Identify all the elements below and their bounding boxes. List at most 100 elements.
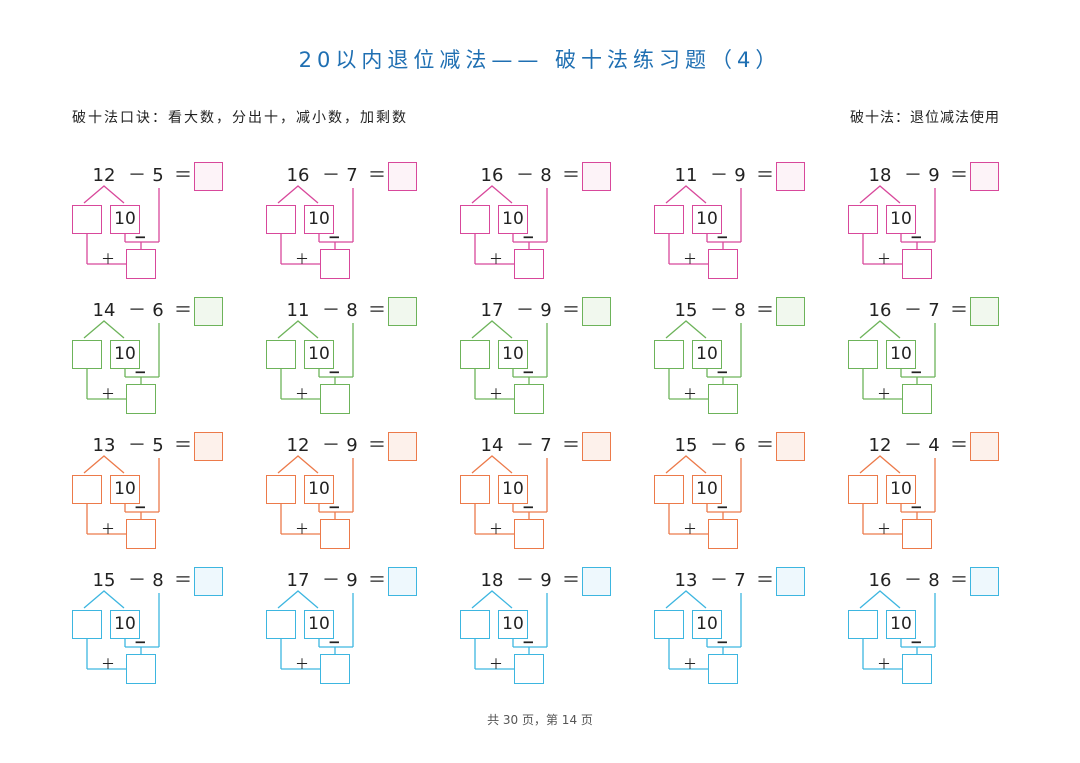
answer-box[interactable] xyxy=(582,297,611,326)
difference-box[interactable] xyxy=(708,519,738,549)
remainder-box[interactable] xyxy=(848,475,878,504)
difference-box[interactable] xyxy=(902,654,932,684)
problem-card: 15 － 8 ＝ 10 − ＋ xyxy=(654,297,819,427)
equals-sign: ＝ xyxy=(950,300,968,321)
answer-box[interactable] xyxy=(194,432,223,461)
answer-box[interactable] xyxy=(776,162,805,191)
problem-card: 14 － 6 ＝ 10 − ＋ xyxy=(72,297,237,427)
remainder-box[interactable] xyxy=(654,340,684,369)
difference-box[interactable] xyxy=(126,519,156,549)
remainder-box[interactable] xyxy=(266,205,296,234)
add-marker: ＋ xyxy=(101,252,115,268)
equals-sign: ＝ xyxy=(174,300,192,321)
answer-box[interactable] xyxy=(388,432,417,461)
remainder-box[interactable] xyxy=(72,340,102,369)
minus-sign: － xyxy=(516,435,534,456)
remainder-box[interactable] xyxy=(460,205,490,234)
difference-box[interactable] xyxy=(320,249,350,279)
difference-box[interactable] xyxy=(320,384,350,414)
equals-sign: ＝ xyxy=(562,570,580,591)
minuend: 17 xyxy=(286,570,310,591)
remainder-box[interactable] xyxy=(266,475,296,504)
remainder-box[interactable] xyxy=(848,205,878,234)
subtract-marker: − xyxy=(522,498,535,516)
add-marker: ＋ xyxy=(877,522,891,538)
subtrahend: 9 xyxy=(346,435,358,456)
subtrahend: 8 xyxy=(346,300,358,321)
answer-box[interactable] xyxy=(970,297,999,326)
answer-box[interactable] xyxy=(970,432,999,461)
difference-box[interactable] xyxy=(514,654,544,684)
remainder-box[interactable] xyxy=(266,610,296,639)
answer-box[interactable] xyxy=(776,567,805,596)
difference-box[interactable] xyxy=(320,654,350,684)
equals-sign: ＝ xyxy=(174,165,192,186)
remainder-box[interactable] xyxy=(72,205,102,234)
remainder-box[interactable] xyxy=(654,205,684,234)
subtract-marker: − xyxy=(328,498,341,516)
decomposition-lines xyxy=(277,320,354,400)
remainder-box[interactable] xyxy=(460,610,490,639)
equals-sign: ＝ xyxy=(368,300,386,321)
subtrahend: 9 xyxy=(734,165,746,186)
difference-box[interactable] xyxy=(902,249,932,279)
minus-sign: － xyxy=(904,165,922,186)
problem-card: 14 － 7 ＝ 10 − ＋ xyxy=(460,432,625,562)
difference-box[interactable] xyxy=(514,384,544,414)
subtrahend: 9 xyxy=(346,570,358,591)
minuend: 12 xyxy=(92,165,116,186)
remainder-box[interactable] xyxy=(654,610,684,639)
subtrahend: 8 xyxy=(928,570,940,591)
answer-box[interactable] xyxy=(194,567,223,596)
remainder-box[interactable] xyxy=(654,475,684,504)
remainder-box[interactable] xyxy=(72,475,102,504)
remainder-box[interactable] xyxy=(266,340,296,369)
difference-box[interactable] xyxy=(320,519,350,549)
difference-box[interactable] xyxy=(902,384,932,414)
difference-box[interactable] xyxy=(708,384,738,414)
answer-box[interactable] xyxy=(582,567,611,596)
answer-box[interactable] xyxy=(194,162,223,191)
decomposition-lines xyxy=(471,185,548,265)
minus-sign: － xyxy=(128,165,146,186)
subtract-marker: − xyxy=(716,363,729,381)
answer-box[interactable] xyxy=(776,432,805,461)
decomposition-lines xyxy=(665,590,742,670)
minuend: 13 xyxy=(92,435,116,456)
ten-box: 10 xyxy=(692,610,722,639)
subtrahend: 7 xyxy=(928,300,940,321)
difference-box[interactable] xyxy=(126,654,156,684)
answer-box[interactable] xyxy=(582,162,611,191)
add-marker: ＋ xyxy=(101,657,115,673)
add-marker: ＋ xyxy=(295,387,309,403)
add-marker: ＋ xyxy=(877,387,891,403)
answer-box[interactable] xyxy=(776,297,805,326)
answer-box[interactable] xyxy=(582,432,611,461)
add-marker: ＋ xyxy=(877,657,891,673)
decomposition-lines xyxy=(83,590,160,670)
decomposition-lines xyxy=(859,185,936,265)
difference-box[interactable] xyxy=(708,249,738,279)
difference-box[interactable] xyxy=(514,519,544,549)
difference-box[interactable] xyxy=(514,249,544,279)
difference-box[interactable] xyxy=(126,384,156,414)
answer-box[interactable] xyxy=(388,567,417,596)
answer-box[interactable] xyxy=(388,297,417,326)
difference-box[interactable] xyxy=(902,519,932,549)
answer-box[interactable] xyxy=(970,567,999,596)
remainder-box[interactable] xyxy=(460,475,490,504)
remainder-box[interactable] xyxy=(460,340,490,369)
difference-box[interactable] xyxy=(126,249,156,279)
method-note: 破十法：退位减法使用 xyxy=(850,110,1000,126)
answer-box[interactable] xyxy=(194,297,223,326)
add-marker: ＋ xyxy=(489,522,503,538)
answer-box[interactable] xyxy=(970,162,999,191)
ten-box: 10 xyxy=(498,205,528,234)
subtrahend: 6 xyxy=(734,435,746,456)
remainder-box[interactable] xyxy=(848,340,878,369)
subtract-marker: − xyxy=(716,228,729,246)
difference-box[interactable] xyxy=(708,654,738,684)
remainder-box[interactable] xyxy=(72,610,102,639)
remainder-box[interactable] xyxy=(848,610,878,639)
answer-box[interactable] xyxy=(388,162,417,191)
